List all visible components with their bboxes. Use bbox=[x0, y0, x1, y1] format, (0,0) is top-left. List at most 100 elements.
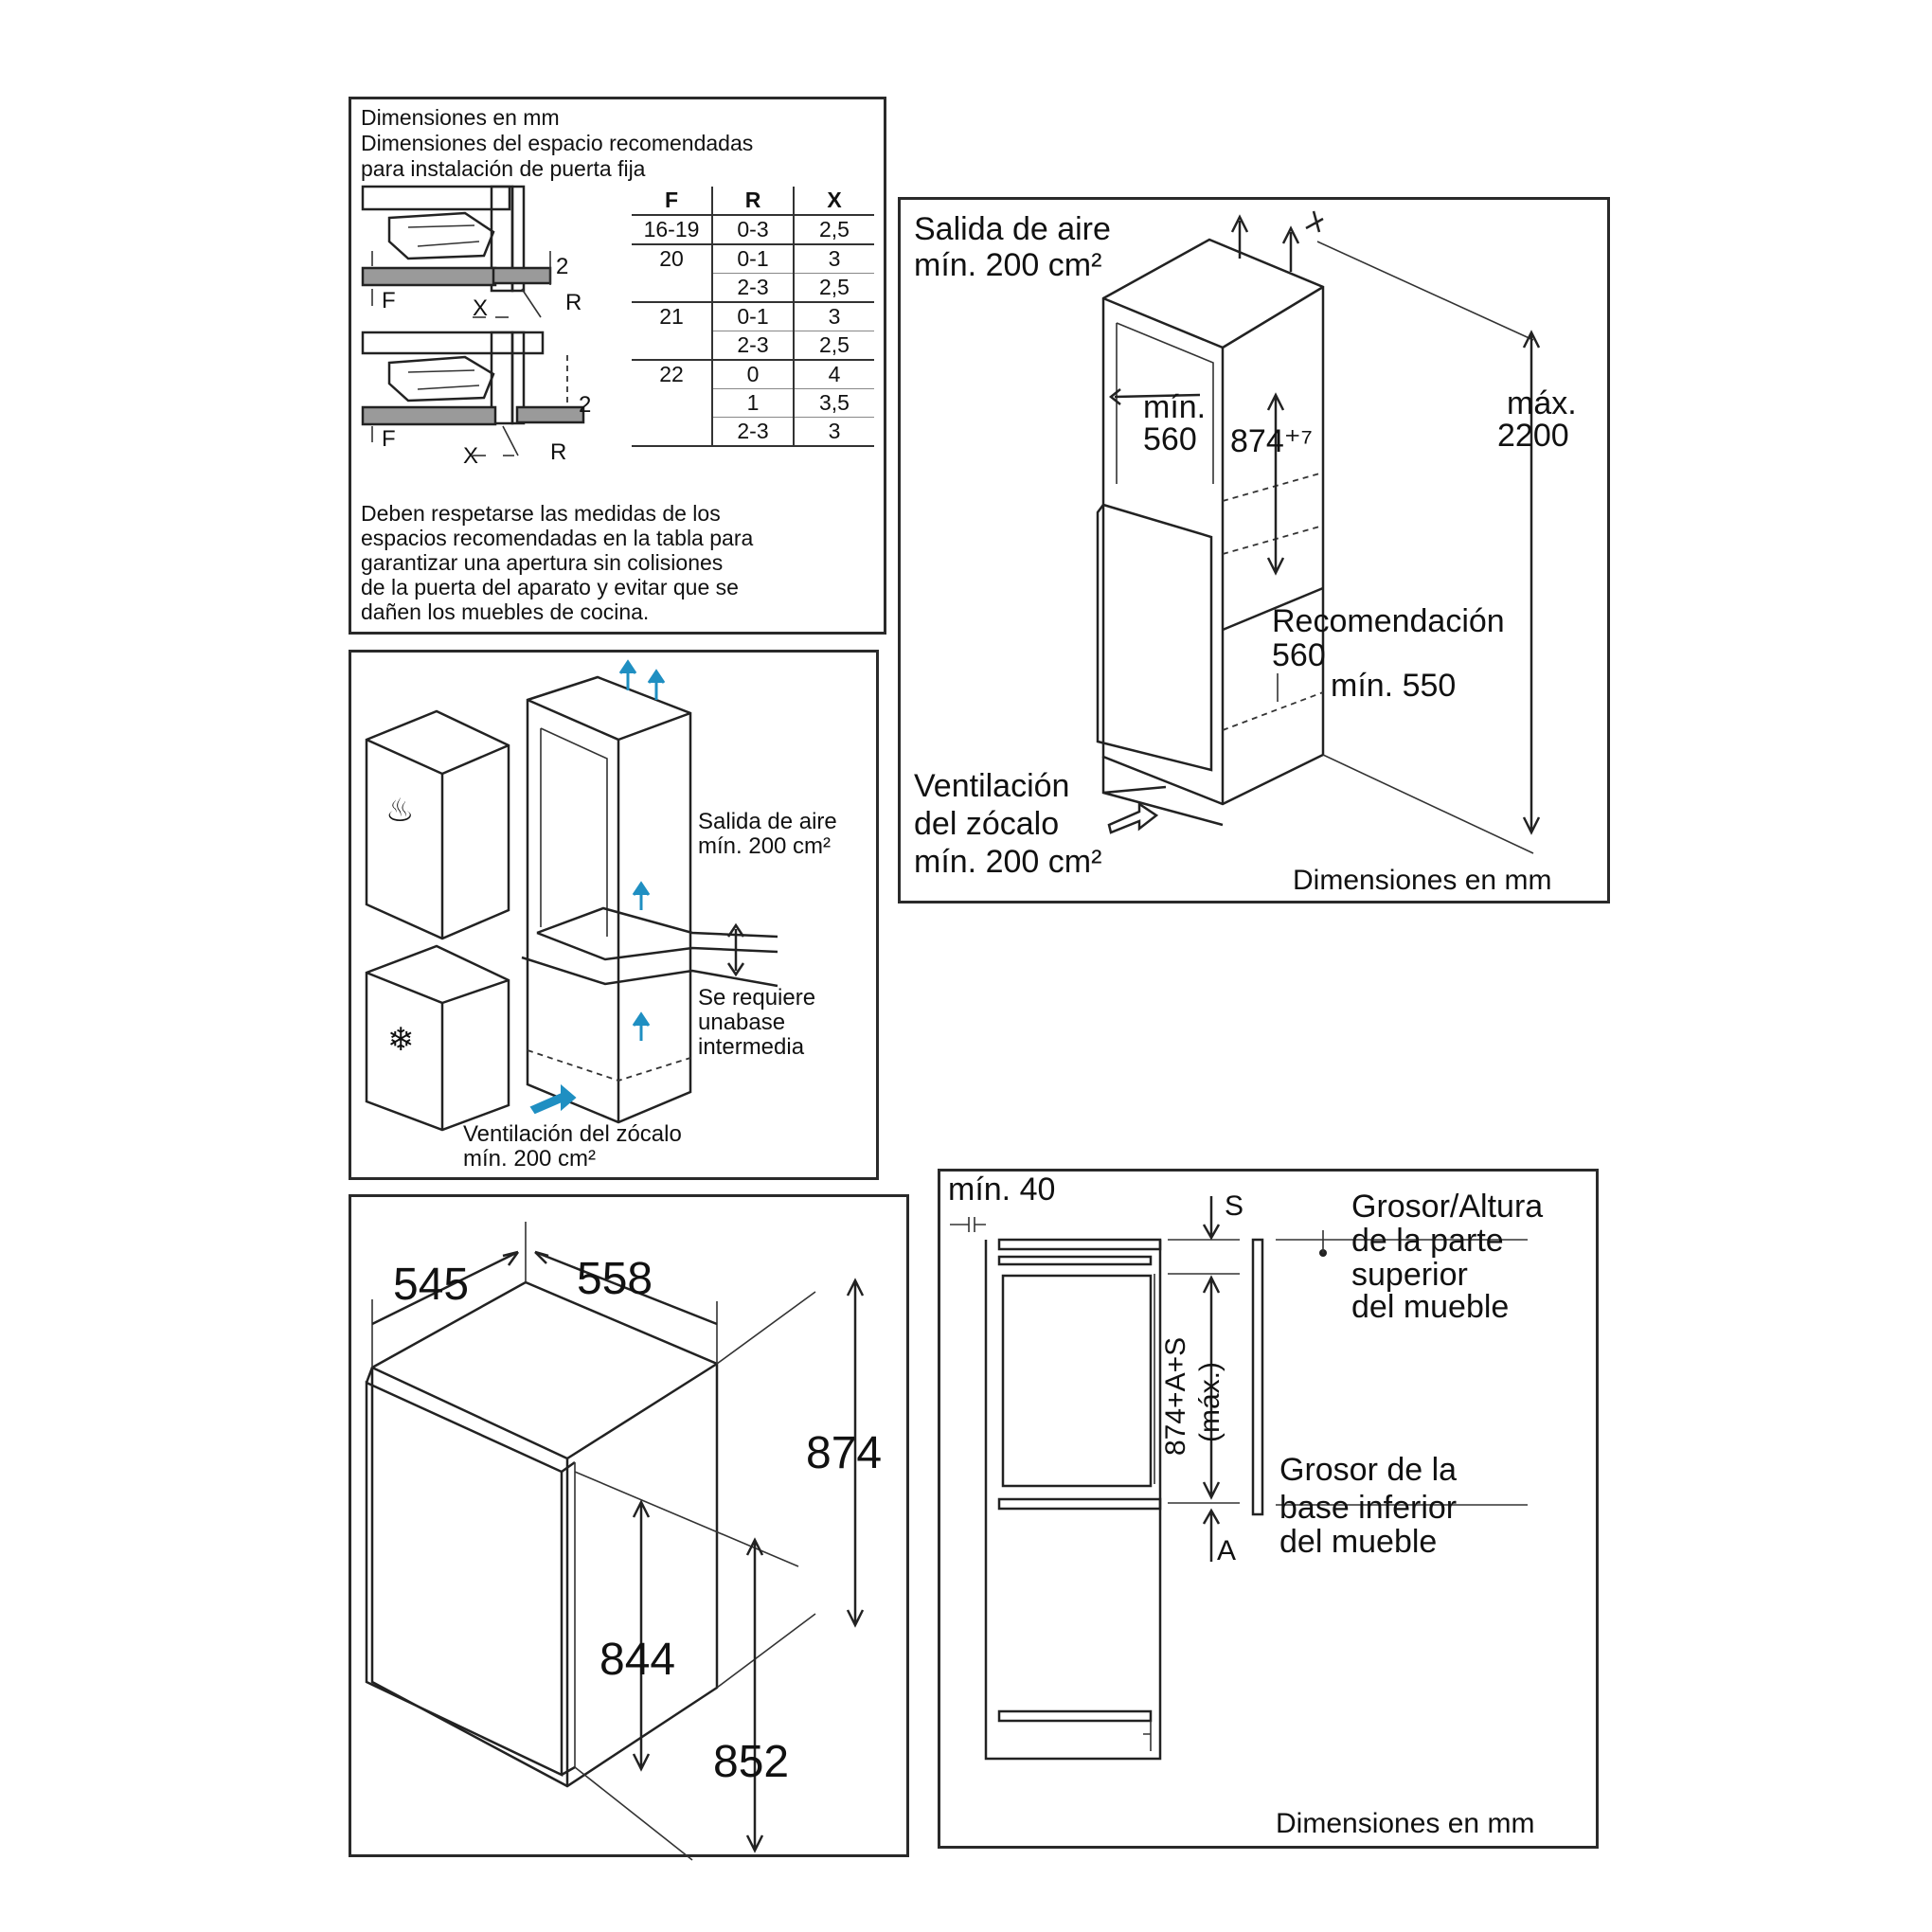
label-f-lower: F bbox=[382, 426, 396, 452]
ventilation-drawing bbox=[365, 659, 778, 1132]
vent-air-outlet-1: Salida de aire bbox=[698, 809, 837, 834]
table-row: 20 0-1 3 bbox=[632, 244, 874, 274]
section-vertical-2: (máx.) bbox=[1194, 1362, 1225, 1442]
section-top-3: superior bbox=[1351, 1257, 1468, 1293]
label-r-upper: R bbox=[565, 290, 582, 315]
vent-air-outlet-2: mín. 200 cm² bbox=[698, 833, 832, 859]
dim-depth: 558 bbox=[577, 1254, 653, 1304]
niche-drawing bbox=[1096, 210, 1541, 854]
label-2-lower: 2 bbox=[579, 392, 592, 418]
dim-height-side: 852 bbox=[713, 1737, 790, 1787]
table-cell: 3,5 bbox=[794, 388, 874, 418]
label-x-lower: X bbox=[463, 443, 479, 469]
vent-intermediate-1: Se requiere bbox=[698, 985, 816, 1011]
fridge-symbol-icon: ♨ bbox=[385, 793, 415, 829]
table-cell: 2-3 bbox=[712, 417, 795, 447]
table-cell: 2-3 bbox=[712, 331, 795, 361]
table-cell bbox=[632, 388, 713, 418]
table-cell bbox=[632, 273, 713, 303]
gap-table-header-x: X bbox=[794, 187, 874, 216]
vent-plinth-1: Ventilación del zócalo bbox=[463, 1121, 682, 1147]
niche-plinth-2: del zócalo bbox=[914, 806, 1060, 842]
note-line-5: dañen los muebles de cocina. bbox=[361, 599, 650, 624]
section-bottom-1: Grosor de la bbox=[1279, 1452, 1458, 1488]
table-row: 21 0-1 3 bbox=[632, 302, 874, 331]
niche-plinth-1: Ventilación bbox=[914, 768, 1070, 804]
niche-plinth-3: mín. 200 cm² bbox=[914, 844, 1102, 880]
appliance-dimensions-drawing bbox=[365, 1222, 865, 1861]
niche-max-height-1: máx. bbox=[1507, 385, 1577, 421]
section-top-2: de la parte bbox=[1351, 1223, 1504, 1259]
niche-recommendation-1: Recomendación bbox=[1272, 603, 1505, 639]
table-cell: 16-19 bbox=[632, 215, 713, 245]
table-row: 22 0 4 bbox=[632, 360, 874, 389]
note-line-3: garantizar una apertura sin colisiones bbox=[361, 550, 724, 575]
table-row: 2-3 3 bbox=[632, 417, 874, 447]
table-cell: 2,5 bbox=[794, 273, 874, 303]
section-units: Dimensiones en mm bbox=[1276, 1808, 1535, 1839]
niche-height: 874⁺⁷ bbox=[1230, 423, 1313, 459]
section-min-gap: mín. 40 bbox=[948, 1172, 1056, 1208]
table-row: 2-3 2,5 bbox=[632, 331, 874, 361]
table-cell: 22 bbox=[632, 360, 713, 389]
table-cell: 2,5 bbox=[794, 215, 874, 245]
gap-table-header-f: F bbox=[632, 187, 713, 216]
niche-dimensions-panel: Salida de aire mín. 200 cm² mín. 560 874… bbox=[898, 197, 1610, 903]
niche-min-depth: mín. 550 bbox=[1331, 668, 1457, 704]
niche-units: Dimensiones en mm bbox=[1293, 865, 1552, 896]
ventilation-panel: ♨ ❄ Salida de aire mín. 200 cm² Se requi… bbox=[349, 650, 879, 1180]
table-cell: 2-3 bbox=[712, 273, 795, 303]
section-panel: mín. 40 S A 874+A+S (máx.) Grosor/Altura… bbox=[938, 1169, 1599, 1849]
table-cell: 0 bbox=[712, 360, 795, 389]
niche-max-height-2: 2200 bbox=[1497, 418, 1569, 454]
niche-recommendation-2: 560 bbox=[1272, 637, 1326, 673]
vent-plinth-2: mín. 200 cm² bbox=[463, 1146, 597, 1172]
table-cell bbox=[632, 417, 713, 447]
vent-intermediate-2: unabase bbox=[698, 1010, 786, 1035]
table-row: 16-19 0-3 2,5 bbox=[632, 215, 874, 245]
section-top-4: del mueble bbox=[1351, 1289, 1510, 1325]
appliance-dimensions-panel: 545 558 874 844 852 bbox=[349, 1194, 909, 1861]
section-vertical-1: 874+A+S bbox=[1160, 1336, 1191, 1456]
note-line-4: de la puerta del aparato y evitar que se bbox=[361, 575, 739, 599]
table-cell: 3 bbox=[794, 302, 874, 331]
label-2-upper: 2 bbox=[556, 254, 569, 279]
section-s-label: S bbox=[1225, 1190, 1244, 1222]
table-cell: 3 bbox=[794, 417, 874, 447]
table-cell: 0-3 bbox=[712, 215, 795, 245]
freezer-snowflake-icon: ❄ bbox=[387, 1022, 415, 1058]
niche-min-width-2: 560 bbox=[1143, 421, 1197, 457]
door-gap-panel: Dimensiones en mm Dimensiones del espaci… bbox=[349, 97, 886, 635]
niche-air-outlet-1: Salida de aire bbox=[914, 211, 1111, 247]
section-bottom-2: base inferior bbox=[1279, 1490, 1458, 1526]
niche-air-outlet-2: mín. 200 cm² bbox=[914, 247, 1102, 283]
dim-height-total: 874 bbox=[806, 1428, 883, 1478]
table-cell: 21 bbox=[632, 302, 713, 331]
hinge-detail-drawing bbox=[361, 185, 585, 456]
table-row: 2-3 2,5 bbox=[632, 273, 874, 303]
label-x-upper: X bbox=[473, 295, 489, 321]
table-cell: 3 bbox=[794, 244, 874, 274]
units-title: Dimensiones en mm bbox=[361, 105, 560, 130]
table-row: 1 3,5 bbox=[632, 388, 874, 418]
niche-min-width-1: mín. bbox=[1143, 389, 1207, 425]
section-top-1: Grosor/Altura bbox=[1351, 1189, 1544, 1225]
gap-table-header-r: R bbox=[712, 187, 795, 216]
table-cell: 1 bbox=[712, 388, 795, 418]
table-cell: 0-1 bbox=[712, 244, 795, 274]
section-bottom-3: del mueble bbox=[1279, 1524, 1438, 1560]
label-r-lower: R bbox=[550, 439, 567, 465]
note-line-2: espacios recomendadas en la tabla para bbox=[361, 526, 754, 550]
table-cell: 2,5 bbox=[794, 331, 874, 361]
gap-table: F R X 16-19 0-3 2,5 20 0-1 3 2-3 2,5 21 … bbox=[632, 187, 874, 447]
section-drawing bbox=[950, 1196, 1528, 1761]
gap-subtitle-2: para instalación de puerta fija bbox=[361, 156, 646, 181]
note-line-1: Deben respetarse las medidas de los bbox=[361, 501, 721, 526]
dim-height-door: 844 bbox=[599, 1635, 676, 1685]
table-cell: 20 bbox=[632, 244, 713, 274]
gap-subtitle-1: Dimensiones del espacio recomendadas bbox=[361, 131, 754, 155]
label-f-upper: F bbox=[382, 288, 396, 313]
table-cell: 4 bbox=[794, 360, 874, 389]
section-a-label: A bbox=[1217, 1535, 1237, 1566]
vent-intermediate-3: intermedia bbox=[698, 1034, 805, 1060]
